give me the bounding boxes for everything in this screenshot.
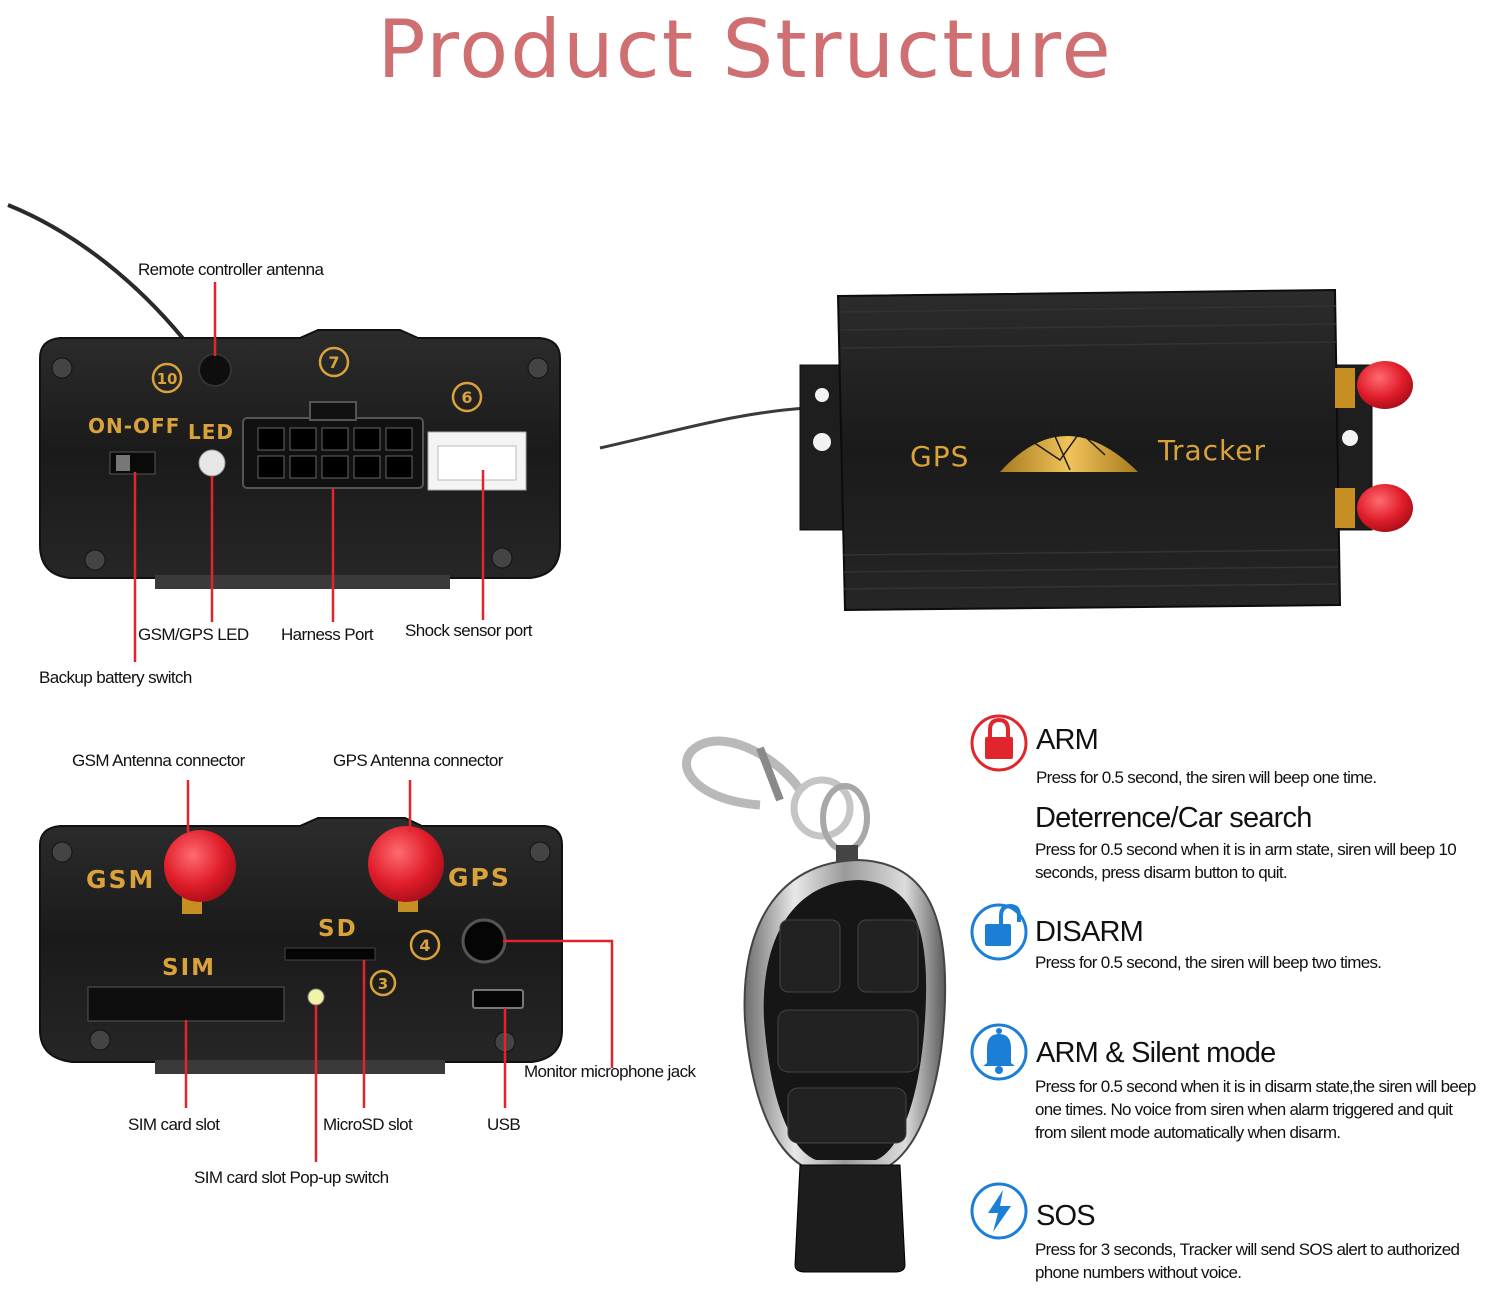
label-harness-port: Harness Port — [281, 625, 374, 644]
func-silent-title: ARM & Silent mode — [1036, 1037, 1276, 1069]
antenna-hole — [198, 353, 232, 387]
gsm-antenna-cap — [164, 830, 236, 902]
func-sos-desc: Press for 3 seconds, Tracker will send S… — [1035, 1240, 1460, 1282]
label-sim-popup: SIM card slot Pop-up switch — [194, 1168, 389, 1187]
func-sos-title: SOS — [1036, 1200, 1096, 1232]
label-mic-jack: Monitor microphone jack — [524, 1062, 696, 1081]
label-gsm-gps-led: GSM/GPS LED — [138, 625, 249, 644]
bell-icon — [970, 1023, 1028, 1081]
label-gsm-antenna: GSM Antenna connector — [72, 751, 245, 770]
func-deterrence-title: Deterrence/Car search — [1035, 802, 1312, 834]
page-title: Product Structure — [377, 3, 1113, 96]
label-backup-battery-switch: Backup battery switch — [39, 668, 192, 687]
sim-card-slot — [87, 986, 285, 1022]
num-7-mark: 7 — [328, 353, 339, 372]
sim-popup-button — [307, 988, 325, 1006]
top-leader-lines — [133, 282, 485, 662]
gsm-mark: GSM — [86, 865, 155, 894]
gps-tracker-unit — [599, 288, 1413, 612]
sd-mark: SD — [318, 916, 358, 942]
label-remote-antenna: Remote controller antenna — [138, 260, 324, 279]
label-shock-sensor-port: Shock sensor port — [405, 621, 532, 640]
remote-antenna-wire — [7, 203, 202, 362]
bottom-leader-lines — [184, 780, 614, 1162]
func-disarm-desc: Press for 0.5 second, the siren will bee… — [1035, 953, 1382, 972]
label-usb: USB — [487, 1115, 521, 1134]
func-deterrence-desc: Press for 0.5 second when it is in arm s… — [1035, 840, 1457, 882]
func-arm-desc: Press for 0.5 second, the siren will bee… — [1036, 768, 1377, 787]
label-gps-antenna: GPS Antenna connector — [333, 751, 503, 770]
number-circles-top — [151, 346, 483, 413]
number-circles-bottom — [369, 929, 441, 997]
num-3-mark: 3 — [378, 975, 388, 993]
lock-closed-icon — [970, 714, 1028, 772]
gps-antenna-cap — [368, 826, 444, 902]
device-rear-panel — [39, 817, 563, 1074]
func-silent-desc: Press for 0.5 second when it is in disar… — [1035, 1077, 1476, 1142]
status-led — [198, 449, 226, 477]
func-arm-title: ARM — [1036, 724, 1099, 756]
led-mark: LED — [188, 420, 234, 444]
lock-open-icon — [970, 903, 1028, 961]
gps-mark: GPS — [448, 863, 511, 892]
brand-gps-text: GPS — [910, 440, 969, 473]
brand-tracker-text: Tracker — [1157, 434, 1266, 467]
remote-key-fob — [682, 736, 947, 1273]
on-off-mark: ON-OFF — [88, 414, 180, 438]
label-sim-slot: SIM card slot — [128, 1115, 220, 1134]
usb-port — [472, 989, 524, 1009]
microsd-slot — [284, 947, 376, 961]
globe-logo — [1000, 436, 1138, 472]
sim-mark: SIM — [162, 955, 216, 981]
num-4-mark: 4 — [419, 936, 430, 955]
lightning-icon — [970, 1182, 1028, 1240]
mic-jack — [461, 918, 507, 964]
shock-sensor-port — [427, 431, 527, 491]
harness-port — [242, 401, 424, 489]
func-disarm-title: DISARM — [1035, 916, 1144, 948]
num-10-mark: 10 — [157, 370, 178, 388]
label-microsd-slot: MicroSD slot — [323, 1115, 413, 1134]
num-6-mark: 6 — [461, 388, 472, 407]
antenna-connectors-top — [1335, 361, 1413, 532]
